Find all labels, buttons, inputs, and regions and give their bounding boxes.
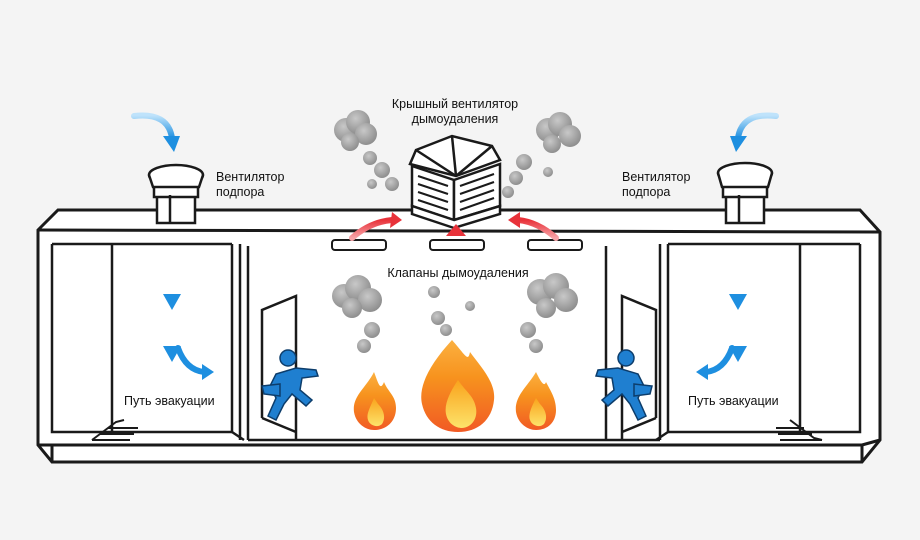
fire-icon	[421, 340, 495, 432]
airflow-arrow-icon	[131, 112, 779, 351]
roof-fan-label: Крышный вентилятор дымоудаления	[380, 97, 530, 127]
fire-icon	[515, 372, 556, 430]
running-person-icon	[261, 349, 320, 422]
airflow-curve-arrowheads	[202, 364, 708, 380]
stairs-icon	[91, 419, 138, 441]
airflow-curve-arrows	[175, 345, 735, 375]
supply-fan-right-label-line2: подпора	[622, 185, 671, 199]
door-icon	[620, 294, 658, 440]
supply-fan-left-label-line2: подпора	[216, 185, 265, 199]
stairs-icon	[776, 419, 823, 441]
supply-fan-right-label: Вентилятор подпора	[622, 170, 690, 200]
smoke-cloud-icon	[334, 110, 581, 198]
roof-fan-label-line2: дымоудаления	[411, 112, 499, 126]
interior-walls	[50, 242, 862, 442]
evacuation-left-label: Путь эвакуации	[124, 394, 215, 408]
supply-fan-right-label-line1: Вентилятор	[622, 170, 691, 184]
smoke-valves-label: Клапаны дымоудаления	[387, 266, 529, 280]
roof-fan-icon	[408, 134, 502, 230]
fire-icon	[353, 372, 396, 430]
supply-fan-icon	[716, 161, 774, 225]
smoke-exhaust-arrowheads	[390, 212, 520, 236]
roof-fan-label-line1: Крышный вентилятор	[391, 97, 519, 111]
supply-fan-icon	[147, 163, 205, 225]
supply-fan-left-label-line1: Вентилятор	[216, 170, 285, 184]
smoke-cloud-icon	[332, 273, 578, 353]
running-person-icon	[594, 349, 653, 422]
smoke-valve-icon	[331, 239, 583, 251]
evacuation-right-label: Путь эвакуации	[688, 394, 779, 408]
supply-fan-left-label: Вентилятор подпора	[216, 170, 284, 200]
